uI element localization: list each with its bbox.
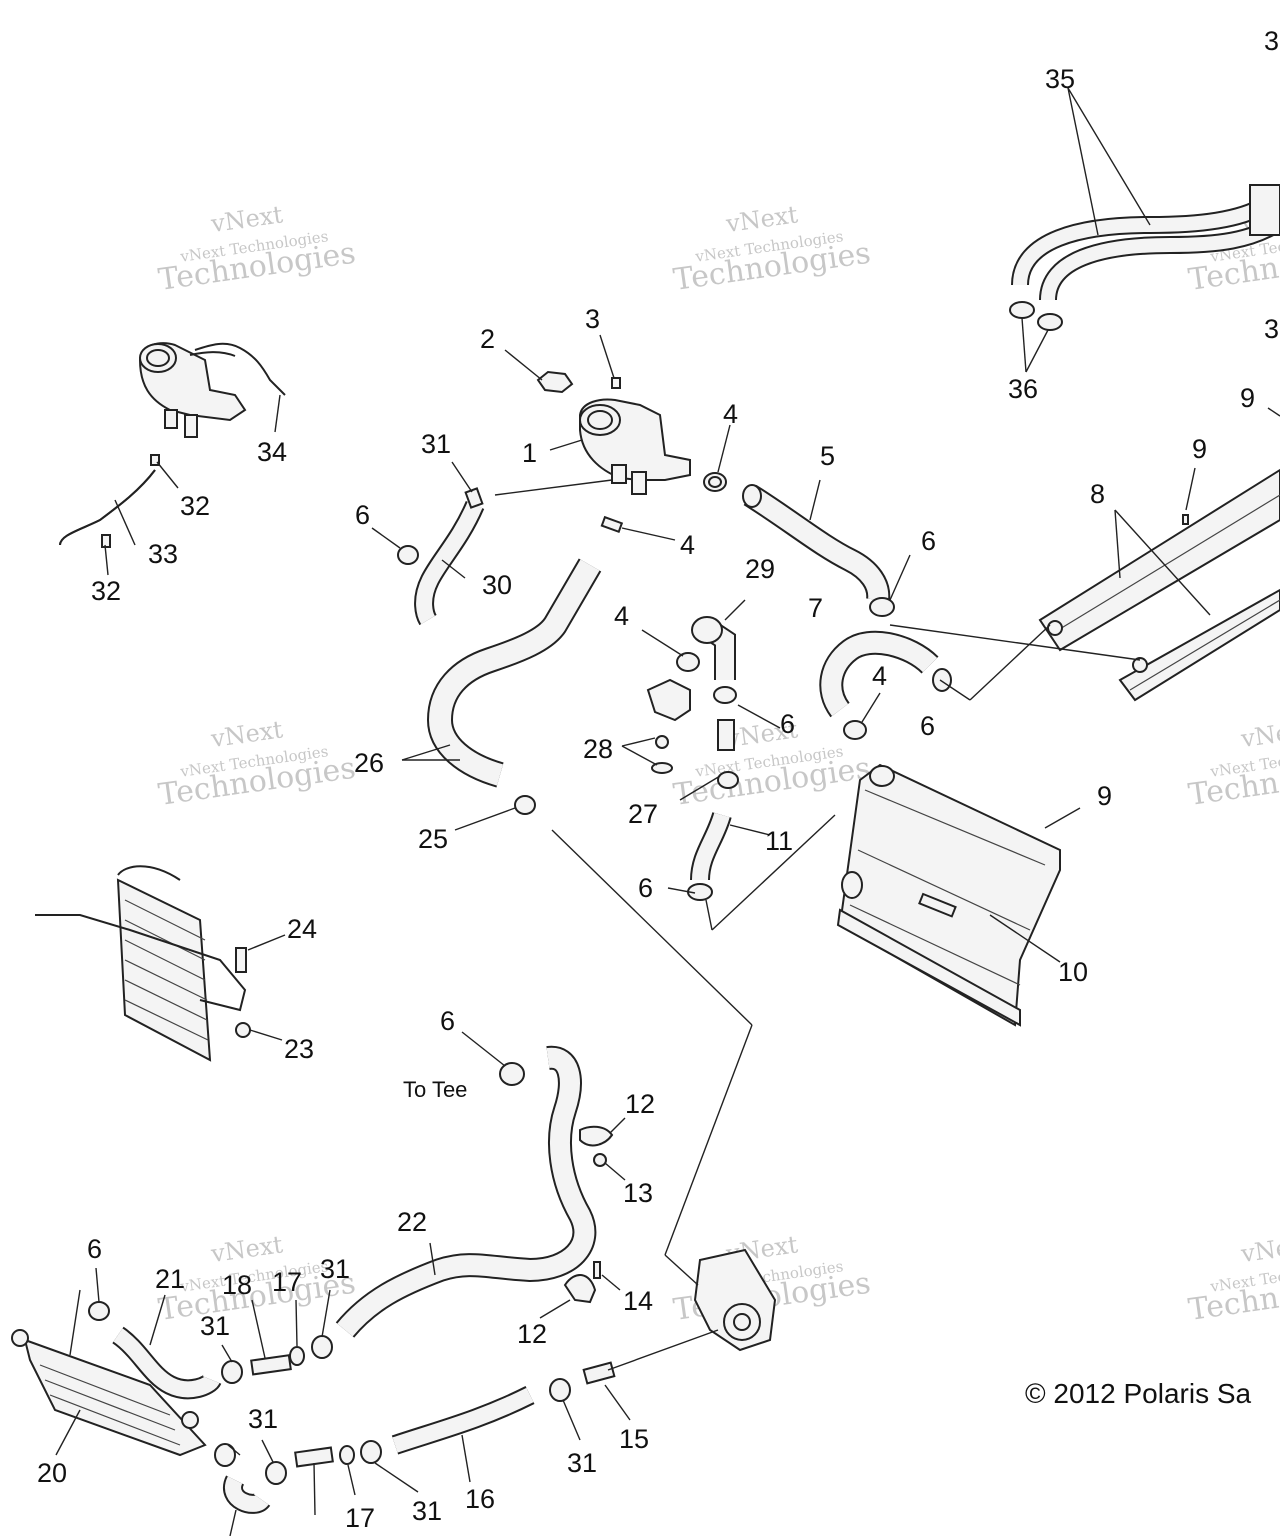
callout-34: 34: [257, 437, 287, 467]
svg-text:vNext: vNext: [723, 200, 799, 238]
thermostat-housing: [646, 616, 739, 789]
callout-17: 17: [345, 1503, 375, 1533]
callout-12: 12: [517, 1319, 547, 1349]
callout-30: 30: [482, 570, 512, 600]
callout-31: 31: [421, 429, 451, 459]
callout-25: 25: [418, 824, 448, 854]
callout-14: 14: [623, 1286, 653, 1316]
callout-21: 21: [155, 1264, 185, 1294]
callout-4: 4: [614, 601, 629, 631]
callout-6: 6: [638, 873, 653, 903]
water-pump: [693, 1248, 777, 1352]
callout-2: 2: [480, 324, 495, 354]
watermark: vNext vNext Technologies Technologies: [156, 200, 357, 298]
callout-24: 24: [287, 914, 317, 944]
callout-20: 20: [37, 1458, 67, 1488]
callout-6: 6: [87, 1234, 102, 1264]
coolant-reservoir: [536, 370, 691, 495]
callout-29: 29: [745, 554, 775, 584]
svg-text:vNext: vNext: [208, 715, 284, 753]
hose-22: [335, 1045, 614, 1338]
copyright-text: © 2012 Polaris Sa: [1025, 1378, 1252, 1409]
hose-21: [88, 1301, 222, 1400]
hose-33: [59, 454, 160, 548]
coolant-tubes: [1038, 468, 1280, 702]
callout-32: 32: [180, 491, 210, 521]
callout-1: 1: [522, 438, 537, 468]
oil-cooler-left: [35, 865, 251, 1062]
watermark: vNext vNext Technologies Technologies: [156, 715, 357, 813]
callout-4: 4: [680, 530, 695, 560]
callout-6: 6: [920, 711, 935, 741]
callout-6: 6: [440, 1006, 455, 1036]
callout-5: 5: [820, 441, 835, 471]
leader-lines: [55, 87, 1280, 1536]
callout-4: 4: [872, 661, 887, 691]
watermark: vNext vNext Technologies Technologies: [1186, 715, 1280, 813]
callout-3-edge: 3: [1264, 26, 1279, 56]
callout-16: 16: [465, 1484, 495, 1514]
callout-31: 31: [567, 1448, 597, 1478]
hoses-35: [1009, 184, 1280, 331]
callout-22: 22: [397, 1207, 427, 1237]
hose-16: [391, 1361, 616, 1455]
callout-17: 17: [272, 1267, 302, 1297]
callout-15: 15: [619, 1424, 649, 1454]
callout-8: 8: [1090, 479, 1105, 509]
overflow-tank-left: [138, 342, 286, 438]
callout-9: 9: [1097, 781, 1112, 811]
svg-text:vNext: vNext: [208, 200, 284, 238]
watermark: vNext vNext Technologies Technologies: [1186, 1230, 1280, 1328]
callout-6: 6: [780, 709, 795, 739]
callout-26: 26: [354, 748, 384, 778]
svg-text:vNext: vNext: [1238, 715, 1280, 753]
callout-11: 11: [765, 826, 793, 856]
hose-26: [426, 558, 602, 815]
callout-33: 33: [148, 539, 178, 569]
callout-36: 36: [1008, 374, 1038, 404]
svg-text:vNext: vNext: [208, 1230, 284, 1268]
clamp-4: [600, 515, 624, 534]
callout-31: 31: [200, 1311, 230, 1341]
callout-9: 9: [1192, 434, 1207, 464]
callout-23: 23: [284, 1034, 314, 1064]
callout-31: 31: [320, 1254, 350, 1284]
callout-3: 3: [585, 304, 600, 334]
callout-28: 28: [583, 734, 613, 764]
hose-7: [819, 597, 952, 740]
hose-30: [397, 487, 485, 626]
callout-3-edge: 3: [1264, 314, 1279, 344]
callout-6: 6: [355, 500, 370, 530]
callout-27: 27: [628, 799, 658, 829]
callout-6: 6: [921, 526, 936, 556]
clamp-4: [703, 472, 727, 492]
callout-10: 10: [1058, 957, 1088, 987]
callout-35: 35: [1045, 64, 1075, 94]
callout-31: 31: [412, 1496, 442, 1526]
fittings-row-lower: [214, 1440, 382, 1514]
callout-12: 12: [625, 1089, 655, 1119]
hose-11: [687, 811, 732, 901]
watermark: vNext vNext Technologies Technologies: [671, 200, 872, 298]
radiator: [836, 763, 1061, 1027]
to-tee-label: To Tee: [403, 1077, 467, 1102]
callout-31: 31: [248, 1404, 278, 1434]
callout-32: 32: [91, 576, 121, 606]
callout-18: 18: [222, 1270, 252, 1300]
hose-5: [742, 484, 891, 602]
callout-9: 9: [1240, 383, 1255, 413]
svg-text:vNext: vNext: [1238, 1230, 1280, 1268]
callout-4: 4: [723, 399, 738, 429]
oil-cooler-lower: [11, 1329, 207, 1457]
callout-labels: 1 2 3 4 4 4 4 5 6 6 6 6 6 6 6 7 8 9 9 9 …: [37, 26, 1279, 1533]
callout-13: 13: [623, 1178, 653, 1208]
watermark-group: vNext vNext Technologies Technologies vN…: [156, 200, 1280, 1328]
fittings-row-upper: [221, 1335, 333, 1384]
callout-7: 7: [808, 593, 823, 623]
